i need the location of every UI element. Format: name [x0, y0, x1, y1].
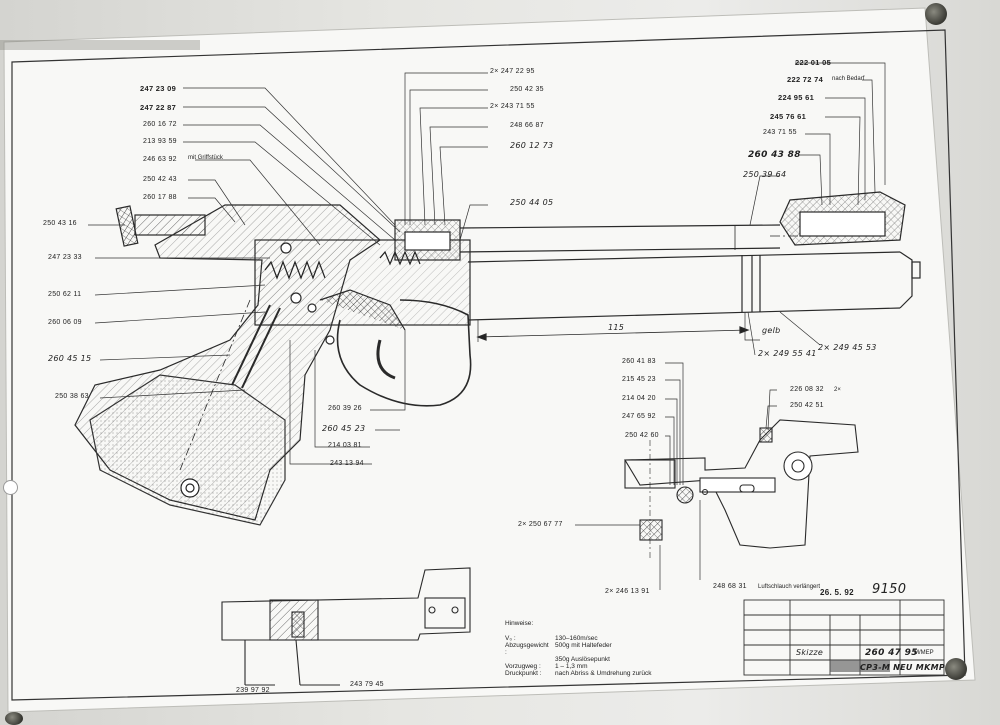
notes-value: 500g mit Haltefeder — [555, 642, 612, 649]
part-label: 250 42 60 — [625, 432, 659, 439]
drawing-number: 260 47 95 — [865, 648, 918, 658]
part-label: 2× 249 55 41 — [758, 349, 817, 358]
barrel-assembly — [394, 191, 921, 342]
dimension-115: 115 — [608, 323, 625, 332]
title-skizze: Skizze — [796, 648, 824, 657]
part-label: 250 42 43 — [143, 176, 177, 183]
part-label: 250 38 63 — [55, 393, 89, 400]
part-label: 2× 250 67 77 — [518, 521, 563, 528]
notes-value: 130–160m/sec — [555, 635, 598, 642]
part-label: 247 22 87 — [140, 103, 177, 112]
part-label: 213 93 59 — [143, 138, 177, 145]
part-label: 250 43 16 — [43, 220, 77, 227]
part-note: nach Bedarf — [832, 76, 865, 82]
part-label: 239 97 92 — [236, 687, 270, 694]
notes-block: Hinweise: V₀ : 130–160m/sec Abzugsgewicht… — [505, 620, 735, 677]
leader-lines — [88, 62, 886, 465]
part-label: 246 63 92 — [143, 156, 177, 163]
title-block — [743, 599, 945, 676]
notes-row: V₀ : 130–160m/sec — [505, 635, 735, 642]
notes-key: V₀ : — [505, 635, 516, 642]
paper — [3, 7, 976, 713]
pushpin-top-right — [925, 3, 947, 25]
part-label: 243 71 55 — [763, 129, 797, 136]
part-label: 247 23 33 — [48, 254, 82, 261]
drawing-title: CP3-M NEU MKMP — [860, 663, 945, 672]
part-label: 214 03 81 — [328, 442, 362, 449]
label-gelb: gelb — [762, 326, 781, 335]
part-label: 226 08 32 — [790, 386, 824, 393]
notes-key — [505, 656, 549, 663]
notes-row: Abzugsgewicht : 500g mit Haltefeder — [505, 642, 735, 656]
part-label: 260 39 26 — [328, 405, 362, 412]
part-label: 248 66 87 — [510, 122, 544, 129]
part-note: mit Griffstück — [188, 155, 223, 161]
notes-key: Abzugsgewicht : — [505, 642, 549, 656]
part-label: 224 95 61 — [778, 93, 815, 102]
part-label: 250 39 64 — [743, 170, 787, 179]
part-label: 260 17 88 — [143, 194, 177, 201]
pushpin-bottom-left — [5, 712, 23, 725]
date-stamp: 26. 5. 92 — [820, 588, 854, 597]
punch-hole-left — [3, 480, 18, 495]
notes-heading: Hinweise: — [505, 620, 534, 627]
part-label: 250 42 51 — [790, 402, 824, 409]
part-label: 247 65 92 — [622, 413, 656, 420]
part-label: 215 45 23 — [622, 376, 656, 383]
notes-value: 1 – 1,3 mm — [555, 663, 588, 670]
part-label: 222 01 05 — [795, 58, 832, 67]
part-note: 2× — [834, 387, 841, 393]
part-label: 2× 243 71 55 — [490, 103, 535, 110]
pushpin-bottom-right — [945, 658, 967, 680]
part-label: 260 41 83 — [622, 358, 656, 365]
part-label: 250 62 11 — [48, 291, 82, 298]
part-label: 250 42 35 — [510, 86, 544, 93]
notes-row: Druckpunkt : nach Abriss & Umdrehung zurü… — [505, 670, 735, 677]
notes-key: Vorzugweg : — [505, 663, 541, 670]
part-label: 260 06 09 — [48, 319, 82, 326]
notes-value: nach Abriss & Umdrehung zurück — [555, 670, 652, 677]
part-note: Luftschlauch verlängert — [758, 584, 821, 590]
grip-and-frame — [74, 204, 472, 526]
bottom-view-slide — [221, 567, 471, 686]
title-small-code: M/MEP — [914, 650, 934, 656]
part-label: 222 72 74 — [787, 75, 824, 84]
part-label: 248 68 31 — [713, 583, 747, 590]
detail-view-trigger-mechanism — [624, 419, 859, 560]
part-label: 250 44 05 — [510, 198, 554, 207]
part-label: 260 12 73 — [510, 141, 554, 150]
part-label: 2× 246 13 91 — [605, 588, 650, 595]
part-label: 243 79 45 — [350, 681, 384, 688]
part-label: 260 45 23 — [322, 424, 366, 433]
notes-row: Vorzugweg : 1 – 1,3 mm — [505, 663, 735, 670]
part-label: 245 76 61 — [770, 112, 807, 121]
part-label: 2× 247 22 95 — [490, 68, 535, 75]
part-label: 214 04 20 — [622, 395, 656, 402]
part-label: 260 16 72 — [143, 121, 177, 128]
part-label: 260 45 15 — [48, 354, 92, 363]
part-label: 243 13 94 — [330, 460, 364, 467]
handwritten-number: 9150 — [872, 582, 907, 597]
part-label: 2× 249 45 53 — [818, 343, 877, 352]
notes-row: 350g Auslösepunkt — [505, 656, 735, 663]
part-label: 260 43 88 — [748, 150, 801, 160]
notes-key: Druckpunkt : — [505, 670, 542, 677]
detail-leaders — [575, 362, 777, 590]
part-label: 247 23 09 — [140, 84, 177, 93]
notes-value: 350g Auslösepunkt — [555, 656, 610, 663]
